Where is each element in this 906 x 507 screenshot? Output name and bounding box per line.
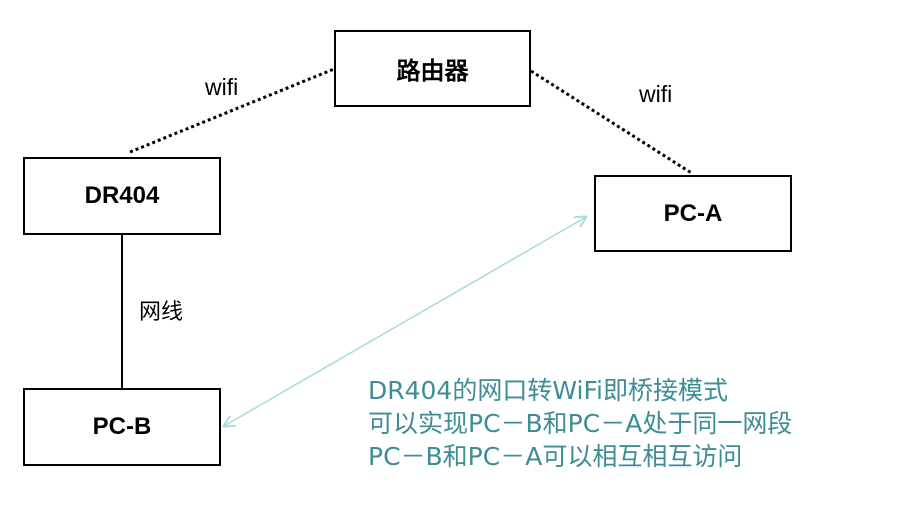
- bidirectional-arrow: [224, 217, 586, 426]
- wifi-link-router-pc-a: [530, 69, 694, 176]
- pc-b-label: PC-B: [92, 413, 152, 440]
- pc-b-box: PC-B: [23, 388, 221, 466]
- pc-a-box: PC-A: [594, 175, 792, 252]
- bridge-mode-note: DR404的网口转WiFi即桥接模式 可以实现PC－B和PC－A处于同一网段 P…: [368, 374, 792, 473]
- wifi-link-dr404-router: [129, 67, 335, 154]
- note-line-3: PC－B和PC－A可以相互相互访问: [368, 442, 743, 471]
- router-box: 路由器: [334, 30, 531, 107]
- note-line-1: DR404的网口转WiFi即桥接模式: [368, 376, 728, 405]
- cable-label: 网线: [139, 300, 184, 325]
- wifi-label-left: wifi: [205, 74, 239, 100]
- dr404-box: DR404: [23, 157, 221, 235]
- note-line-2: 可以实现PC－B和PC－A处于同一网段: [368, 409, 793, 438]
- router-label: 路由器: [396, 57, 469, 85]
- pc-a-label: PC-A: [663, 199, 723, 227]
- dr404-label: DR404: [84, 182, 160, 209]
- wifi-label-right: wifi: [639, 81, 673, 107]
